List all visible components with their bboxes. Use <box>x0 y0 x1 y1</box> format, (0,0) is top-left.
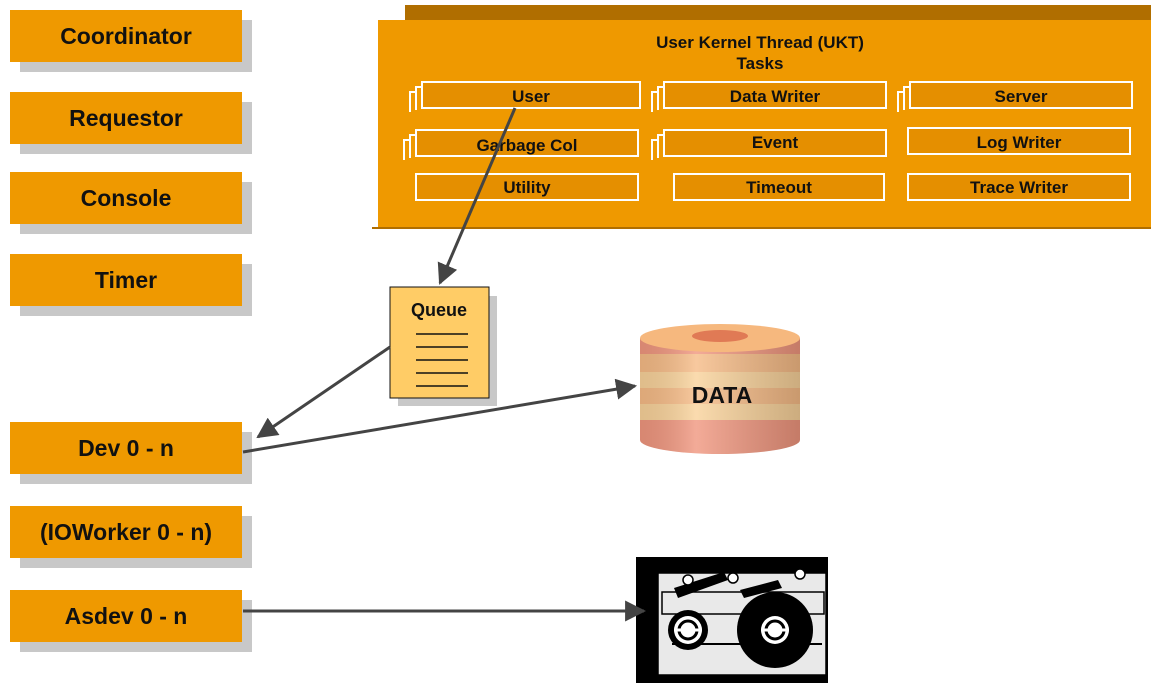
ioworker-box: (IOWorker 0 - n) <box>10 506 242 558</box>
queue-label: Queue <box>411 300 467 320</box>
asdev-box: Asdev 0 - n <box>10 590 242 642</box>
task-server: Server <box>897 81 1133 112</box>
requestor-box: Requestor <box>10 92 242 144</box>
data-label: DATA <box>692 382 752 408</box>
task-server-label: Server <box>995 87 1048 106</box>
task-event: Event <box>651 129 887 160</box>
task-log-writer-label: Log Writer <box>977 133 1062 152</box>
task-trace-writer: Trace Writer <box>907 173 1131 201</box>
task-data-writer-label: Data Writer <box>730 87 821 106</box>
timer-box: Timer <box>10 254 242 306</box>
arrow-user-to-queue <box>437 107 517 285</box>
task-garbage-col: Garbage Col <box>403 129 639 160</box>
coordinator-label: Coordinator <box>60 22 192 49</box>
console-label: Console <box>80 184 172 211</box>
queue-document: Queue <box>389 286 497 406</box>
tape-drive-icon <box>636 557 828 683</box>
task-data-writer: Data Writer <box>651 81 887 112</box>
task-utility: Utility <box>415 173 639 201</box>
timer-label: Timer <box>94 266 158 293</box>
task-user-label: User <box>512 87 550 106</box>
ukt-title: User Kernel Thread (UKT) <box>656 33 864 52</box>
task-user: User <box>409 81 641 112</box>
asdev-label: Asdev 0 - n <box>64 602 188 629</box>
task-timeout: Timeout <box>673 173 885 201</box>
ukt-subtitle: Tasks <box>737 54 784 73</box>
task-event-label: Event <box>752 133 799 152</box>
task-timeout-label: Timeout <box>746 178 812 197</box>
data-volume: DATA <box>640 324 800 454</box>
console-box: Console <box>10 172 242 224</box>
connectors <box>242 107 647 622</box>
coordinator-box: Coordinator <box>10 10 242 62</box>
task-utility-label: Utility <box>503 178 551 197</box>
task-log-writer: Log Writer <box>907 127 1131 155</box>
arrow-queue-to-dev <box>256 345 391 439</box>
dev-label: Dev 0 - n <box>78 434 174 461</box>
queue-lines <box>416 333 468 387</box>
arrow-dev-to-data <box>242 378 638 454</box>
ioworker-label: (IOWorker 0 - n) <box>39 518 213 545</box>
task-trace-writer-label: Trace Writer <box>970 178 1068 197</box>
task-garbage-col-label: Garbage Col <box>476 136 577 155</box>
dev-box: Dev 0 - n <box>10 422 242 474</box>
requestor-label: Requestor <box>69 104 183 131</box>
